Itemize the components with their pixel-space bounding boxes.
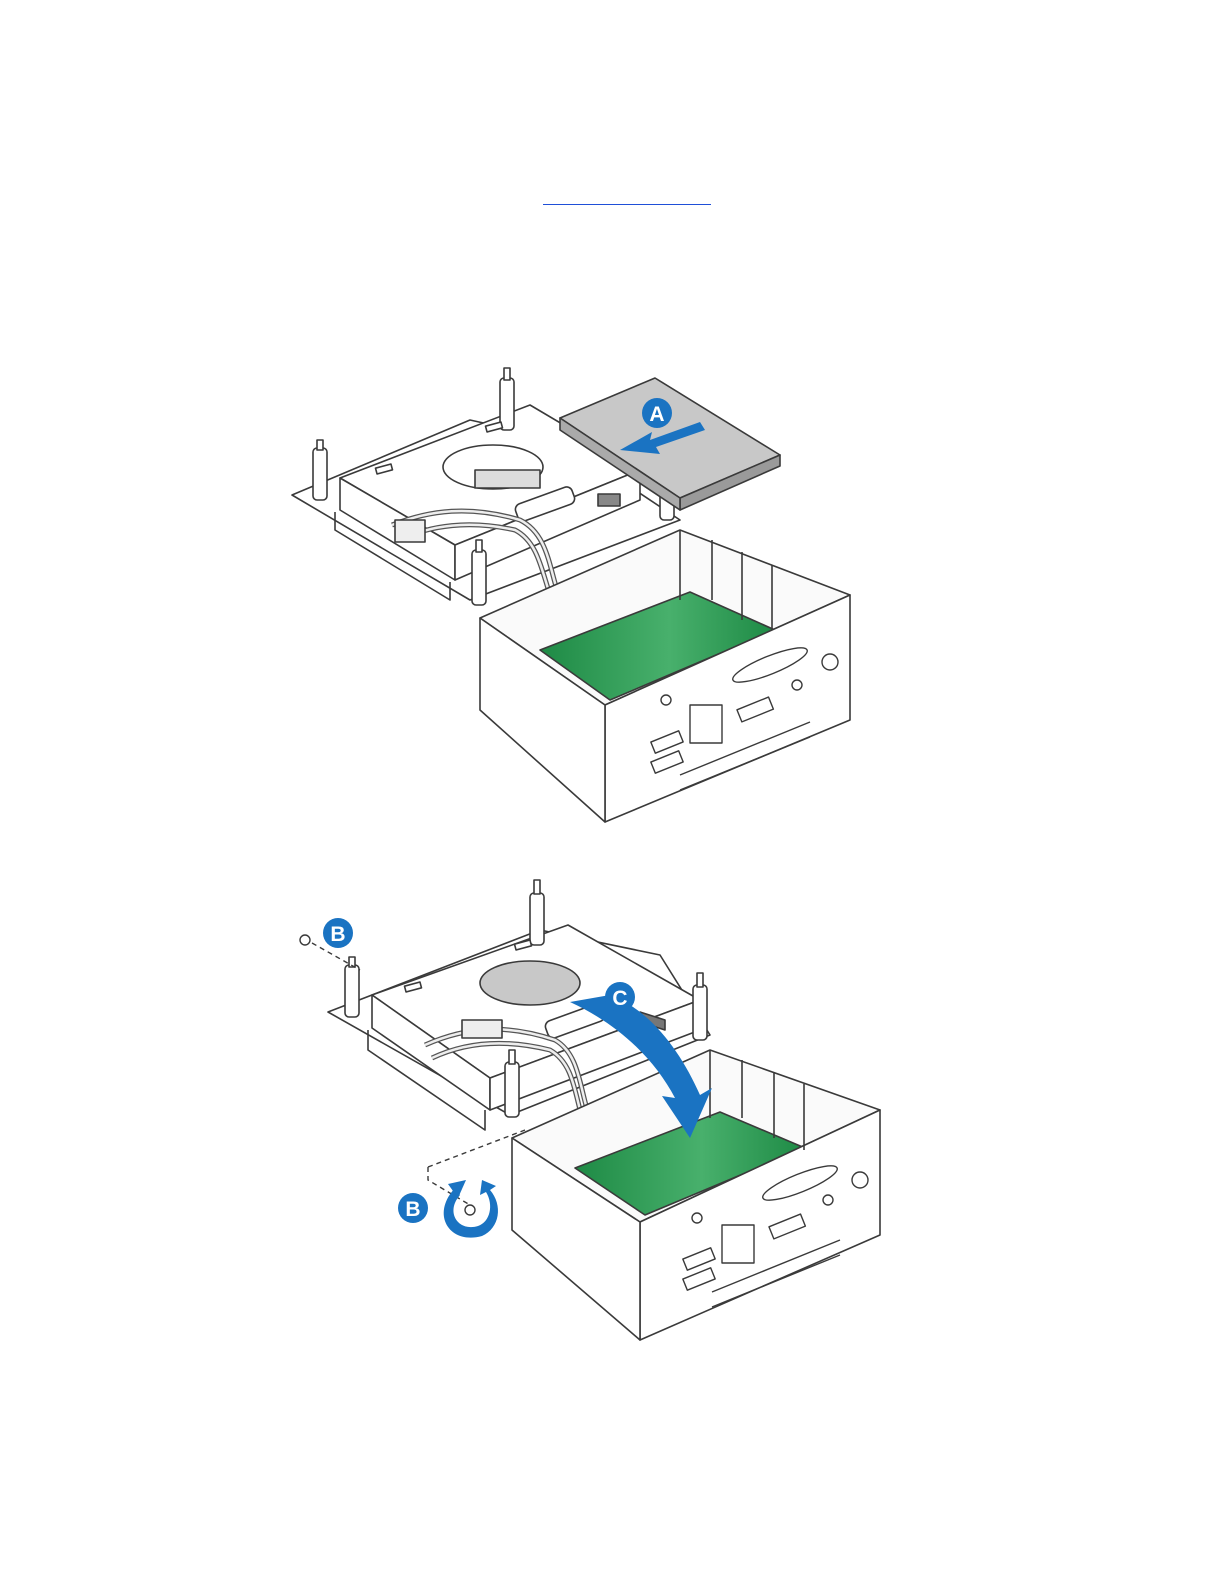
callout-a-label: A [649, 403, 664, 426]
screw-top [300, 935, 310, 945]
screw-bottom [465, 1205, 475, 1215]
callout-b-bottom-label: B [405, 1198, 420, 1221]
callout-c-label: C [612, 987, 627, 1010]
figure-install-drive-step-bc: B C B [0, 870, 1224, 1350]
hyperlink-underline[interactable] [543, 204, 711, 205]
figure-install-drive-step-a: A [0, 350, 1224, 840]
callout-b-top-label: B [330, 923, 345, 946]
cage-opening [480, 961, 580, 1005]
